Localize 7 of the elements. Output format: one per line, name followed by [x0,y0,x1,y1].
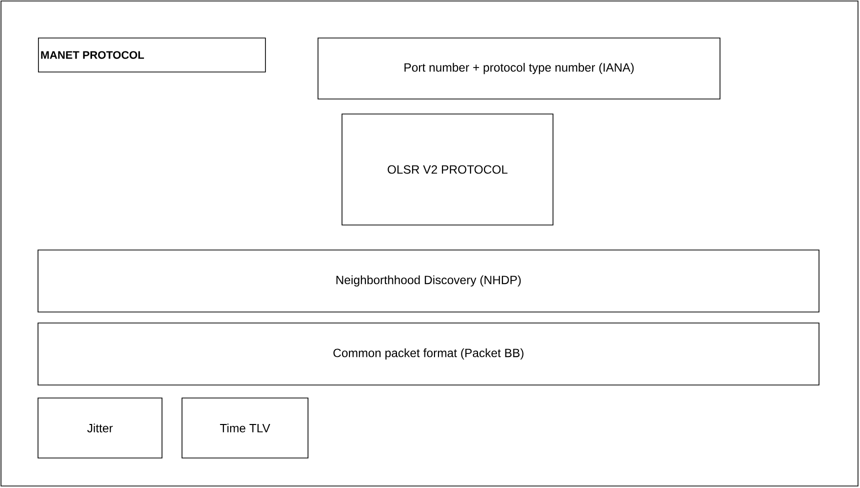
process-box: Time TLV [182,398,308,458]
process-box: Jitter [38,398,162,458]
heading-box: MANET PROTOCOL [38,38,266,72]
process-box: Common packet format (Packet BB) [38,322,820,386]
process-box: Neighborthhood Discovery (NHDP) [38,250,820,312]
process-box: OLSR V2 PROTOCOL [342,114,554,226]
process-box: Port number + protocol type number (IANA) [318,38,720,100]
